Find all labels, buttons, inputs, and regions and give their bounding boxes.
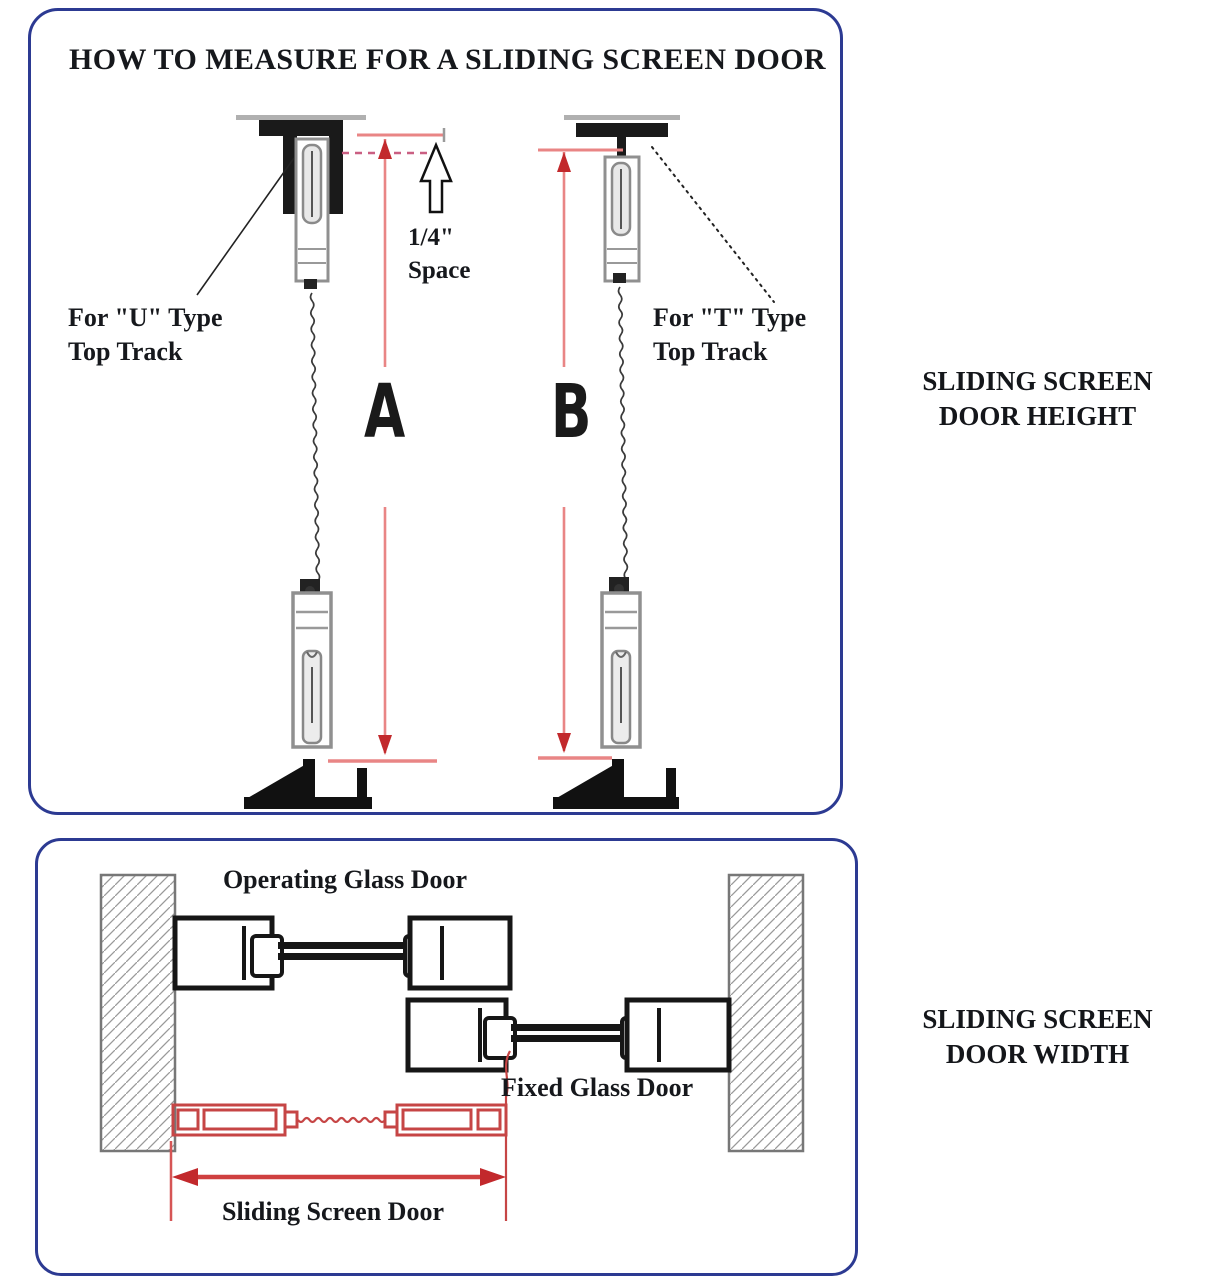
operating-glass-door [172, 915, 513, 991]
screen-door-spring [297, 1116, 386, 1124]
u-track-label-line1: For "U" Type [68, 303, 223, 332]
width-caption-line2: DOOR WIDTH [945, 1039, 1130, 1070]
u-top-track [236, 115, 366, 214]
t-track-label: For "T" Type Top Track [653, 301, 806, 370]
width-measure-panel: Operating Glass Door Fixed Glass Door Sl… [35, 838, 858, 1276]
bottom-roller-b [600, 577, 642, 749]
bottom-track-b [553, 759, 679, 809]
sliding-screen-door [171, 1103, 508, 1137]
width-diagram-svg [99, 873, 805, 1221]
pointer-line-t [651, 146, 775, 303]
dimension-letter-b: B [550, 369, 592, 455]
chain-b [617, 286, 629, 580]
height-caption: SLIDING SCREEN DOOR HEIGHT [880, 364, 1195, 434]
measure-line-a [328, 128, 446, 763]
height-diagram-svg [196, 115, 775, 809]
measure-line-b [538, 148, 623, 760]
t-track-label-line1: For "T" Type [653, 303, 807, 332]
quarter-space-label: 1/4" Space [408, 221, 471, 287]
pointer-line-u [196, 157, 295, 296]
fixed-glass-door [405, 997, 732, 1073]
panel-title: HOW TO MEASURE FOR A SLIDING SCREEN DOOR [69, 43, 826, 76]
u-track-label: For "U" Type Top Track [68, 301, 223, 370]
quarter-space-line1: 1/4" [408, 224, 454, 251]
top-roller-a [294, 137, 330, 289]
height-measure-panel: HOW TO MEASURE FOR A SLIDING SCREEN DOOR… [28, 8, 843, 815]
width-caption-line1: SLIDING SCREEN [922, 1004, 1153, 1034]
width-measure [169, 1050, 511, 1221]
height-caption-line2: DOOR HEIGHT [938, 401, 1137, 432]
t-top-track [564, 115, 680, 159]
bottom-roller-a [291, 579, 333, 749]
t-track-label-line2: Top Track [653, 337, 768, 367]
sliding-door-label: Sliding Screen Door [222, 1197, 444, 1226]
chain-a [309, 292, 321, 582]
right-wall [727, 873, 805, 1153]
operating-door-label: Operating Glass Door [222, 865, 468, 894]
height-caption-line1: SLIDING SCREEN [922, 366, 1153, 396]
dimension-letter-a: A [364, 369, 406, 455]
bottom-track-a [244, 759, 372, 809]
u-track-label-line2: Top Track [68, 337, 183, 367]
left-wall [99, 873, 177, 1153]
quarter-space-line2: Space [408, 257, 471, 284]
width-caption: SLIDING SCREEN DOOR WIDTH [880, 1002, 1195, 1072]
top-roller-b [603, 155, 641, 283]
quarter-space-arrow-icon [419, 141, 453, 214]
fixed-door-label: Fixed Glass Door [501, 1073, 694, 1102]
